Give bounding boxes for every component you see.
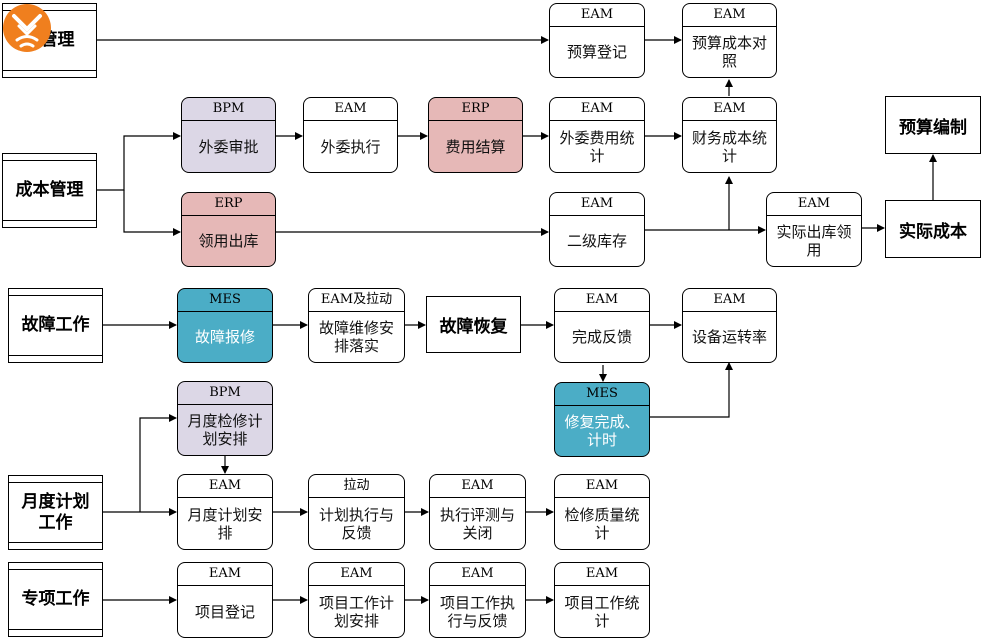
node-system-tag: EAM xyxy=(304,98,397,121)
node-system-tag: EAM xyxy=(555,563,649,586)
node-system-tag: EAM xyxy=(309,563,404,586)
node-system-tag: MES xyxy=(555,383,649,406)
company-logo-icon xyxy=(3,4,51,52)
fault-recovery-label: 故障恢复 xyxy=(439,317,508,337)
node-system-tag: EAM xyxy=(555,289,649,312)
node-exec-eval-close[interactable]: EAM 执行评测与关闭 xyxy=(429,474,526,550)
node-label: 外委审批 xyxy=(198,137,259,156)
node-label: 计划执行与反馈 xyxy=(318,505,394,542)
node-system-tag: BPM xyxy=(182,98,275,121)
node-project-exec[interactable]: EAM 项目工作执行与反馈 xyxy=(429,562,526,638)
node-label: 设备运转率 xyxy=(691,328,767,346)
side-label-monthly-plan-work[interactable]: 月度计划工作 xyxy=(8,475,103,550)
node-label: 二级库存 xyxy=(566,232,627,250)
node-label: 项目工作统计 xyxy=(564,593,640,630)
node-outsource-approval[interactable]: BPM 外委审批 xyxy=(181,97,276,173)
node-system-tag: EAM xyxy=(178,475,272,498)
node-label: 故障维修安排落实 xyxy=(318,319,394,355)
node-label: 外委执行 xyxy=(320,137,381,156)
arrow-cost-to-approval xyxy=(97,132,181,191)
actual-cost-label: 实际成本 xyxy=(899,221,967,242)
node-system-tag: EAM xyxy=(178,563,272,586)
side-label-cost-mgmt[interactable]: 成本管理 xyxy=(2,153,97,228)
node-system-tag: EAM xyxy=(550,4,644,27)
node-system-tag: EAM xyxy=(683,98,776,121)
node-monthly-plan[interactable]: EAM 月度计划安排 xyxy=(177,474,273,550)
node-repair-complete[interactable]: MES 修复完成、计时 xyxy=(554,382,650,457)
node-label: 执行评测与关闭 xyxy=(439,505,515,542)
node-system-tag: MES xyxy=(178,289,272,312)
actual-cost-box[interactable]: 实际成本 xyxy=(885,200,981,258)
node-complete-feedback[interactable]: EAM 完成反馈 xyxy=(554,288,650,363)
node-label: 领用出库 xyxy=(198,232,259,250)
node-plan-exec-feedback[interactable]: 拉动 计划执行与反馈 xyxy=(308,474,405,550)
node-project-plan[interactable]: EAM 项目工作计划安排 xyxy=(308,562,405,638)
node-system-tag: EAM xyxy=(430,475,525,498)
side-label-text: 故障工作 xyxy=(21,315,90,335)
node-finance-cost-stats[interactable]: EAM 财务成本统计 xyxy=(682,97,777,173)
node-label: 外委费用统计 xyxy=(559,128,635,165)
node-label: 预算登记 xyxy=(566,43,627,61)
node-system-tag: EAM xyxy=(550,98,644,121)
node-fault-arrange[interactable]: EAM及拉动 故障维修安排落实 xyxy=(308,288,405,363)
node-monthly-overhaul[interactable]: BPM 月度检修计划安排 xyxy=(177,381,273,456)
fault-recovery-box[interactable]: 故障恢复 xyxy=(426,296,521,353)
node-label: 实际出库领用 xyxy=(776,223,852,259)
node-system-tag: EAM xyxy=(767,193,861,216)
node-fault-report[interactable]: MES 故障报修 xyxy=(177,288,273,363)
node-label: 项目工作计划安排 xyxy=(318,593,394,630)
side-label-special-work[interactable]: 专项工作 xyxy=(8,562,103,637)
budget-compile-label: 预算编制 xyxy=(899,117,967,138)
node-system-tag: EAM xyxy=(550,193,644,216)
node-system-tag: EAM及拉动 xyxy=(309,289,404,312)
side-label-text: 专项工作 xyxy=(21,589,90,609)
node-system-tag: EAM xyxy=(683,289,776,312)
node-label: 完成反馈 xyxy=(571,328,632,346)
node-system-tag: EAM xyxy=(555,475,649,498)
side-label-text: 成本管理 xyxy=(15,180,84,200)
node-system-tag: BPM xyxy=(178,382,272,405)
node-label: 检修质量统计 xyxy=(564,505,640,542)
node-actual-issue[interactable]: EAM 实际出库领用 xyxy=(766,192,862,267)
node-label: 项目登记 xyxy=(194,602,255,621)
node-budget-register[interactable]: EAM 预算登记 xyxy=(549,3,645,78)
node-system-tag: ERP xyxy=(429,98,522,121)
node-material-issue[interactable]: ERP 领用出库 xyxy=(181,192,276,267)
node-label: 财务成本统计 xyxy=(691,128,767,165)
node-secondary-stock[interactable]: EAM 二级库存 xyxy=(549,192,645,267)
node-label: 修复完成、计时 xyxy=(564,413,640,449)
arrow-monthly-to-overhaul xyxy=(139,414,177,512)
node-label: 费用结算 xyxy=(445,137,506,156)
node-label: 月度计划安排 xyxy=(187,505,263,542)
node-outsource-fee-stats[interactable]: EAM 外委费用统计 xyxy=(549,97,645,173)
node-system-tag: EAM xyxy=(683,4,776,27)
node-system-tag: 拉动 xyxy=(309,475,404,498)
side-label-text: 月度计划工作 xyxy=(21,491,90,533)
node-label: 故障报修 xyxy=(194,328,255,346)
budget-compile-box[interactable]: 预算编制 xyxy=(885,96,981,154)
node-system-tag: ERP xyxy=(182,193,275,216)
node-outsource-exec[interactable]: EAM 外委执行 xyxy=(303,97,398,173)
node-overhaul-quality[interactable]: EAM 检修质量统计 xyxy=(554,474,650,550)
node-budget-cost-compare[interactable]: EAM 预算成本对照 xyxy=(682,3,777,78)
node-equip-uptime[interactable]: EAM 设备运转率 xyxy=(682,288,777,363)
node-expense-settlement[interactable]: ERP 费用结算 xyxy=(428,97,523,173)
arrow-cost-to-issue xyxy=(123,190,181,236)
node-label: 预算成本对照 xyxy=(691,34,767,70)
node-label: 月度检修计划安排 xyxy=(187,412,263,448)
side-label-fault-work[interactable]: 故障工作 xyxy=(8,288,103,363)
node-project-stats[interactable]: EAM 项目工作统计 xyxy=(554,562,650,638)
node-system-tag: EAM xyxy=(430,563,525,586)
node-label: 项目工作执行与反馈 xyxy=(439,593,515,630)
arrow-repair-to-uptime xyxy=(650,362,733,418)
node-project-register[interactable]: EAM 项目登记 xyxy=(177,562,273,638)
